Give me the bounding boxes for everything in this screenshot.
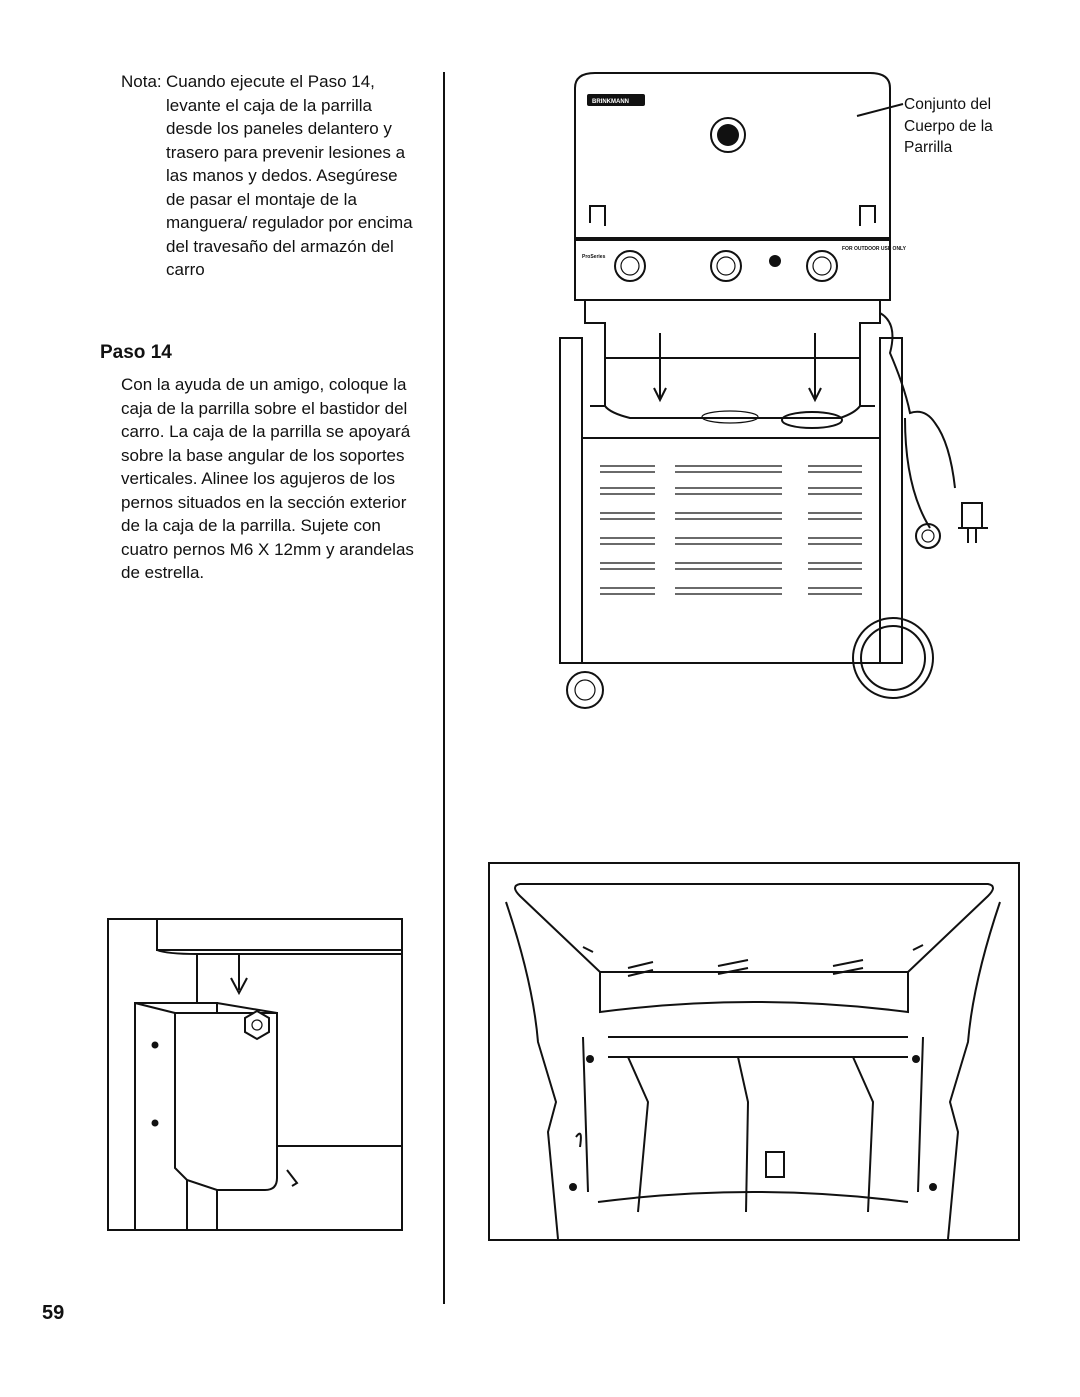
- step-heading: Paso 14: [100, 342, 172, 363]
- panel-warning: FOR OUTDOOR USE ONLY: [842, 246, 907, 252]
- page-number: 59: [42, 1302, 65, 1324]
- panel-model: ProSeries: [582, 254, 606, 260]
- firebox-interior-illustration: [488, 862, 1020, 1241]
- note-label: Nota:: [121, 72, 162, 91]
- step-body: Con la ayuda de un amigo, coloque la caj…: [121, 375, 414, 582]
- note-block: Nota: Cuando ejecute el Paso 14, levante…: [121, 70, 421, 282]
- bracket-detail-illustration: [107, 918, 403, 1231]
- brand-logo: BRINKMANN: [592, 99, 629, 105]
- grill-assembly-label: Conjunto del Cuerpo de la Parrilla: [904, 96, 993, 156]
- column-divider: [443, 72, 445, 1304]
- grill-assembly-illustration: BRINKMANN ProSeries FOR OUTDOOR USE ONLY: [559, 72, 988, 709]
- grill-label-leader: [856, 103, 904, 117]
- note-text: Cuando ejecute el Paso 14, levante el ca…: [166, 72, 413, 279]
